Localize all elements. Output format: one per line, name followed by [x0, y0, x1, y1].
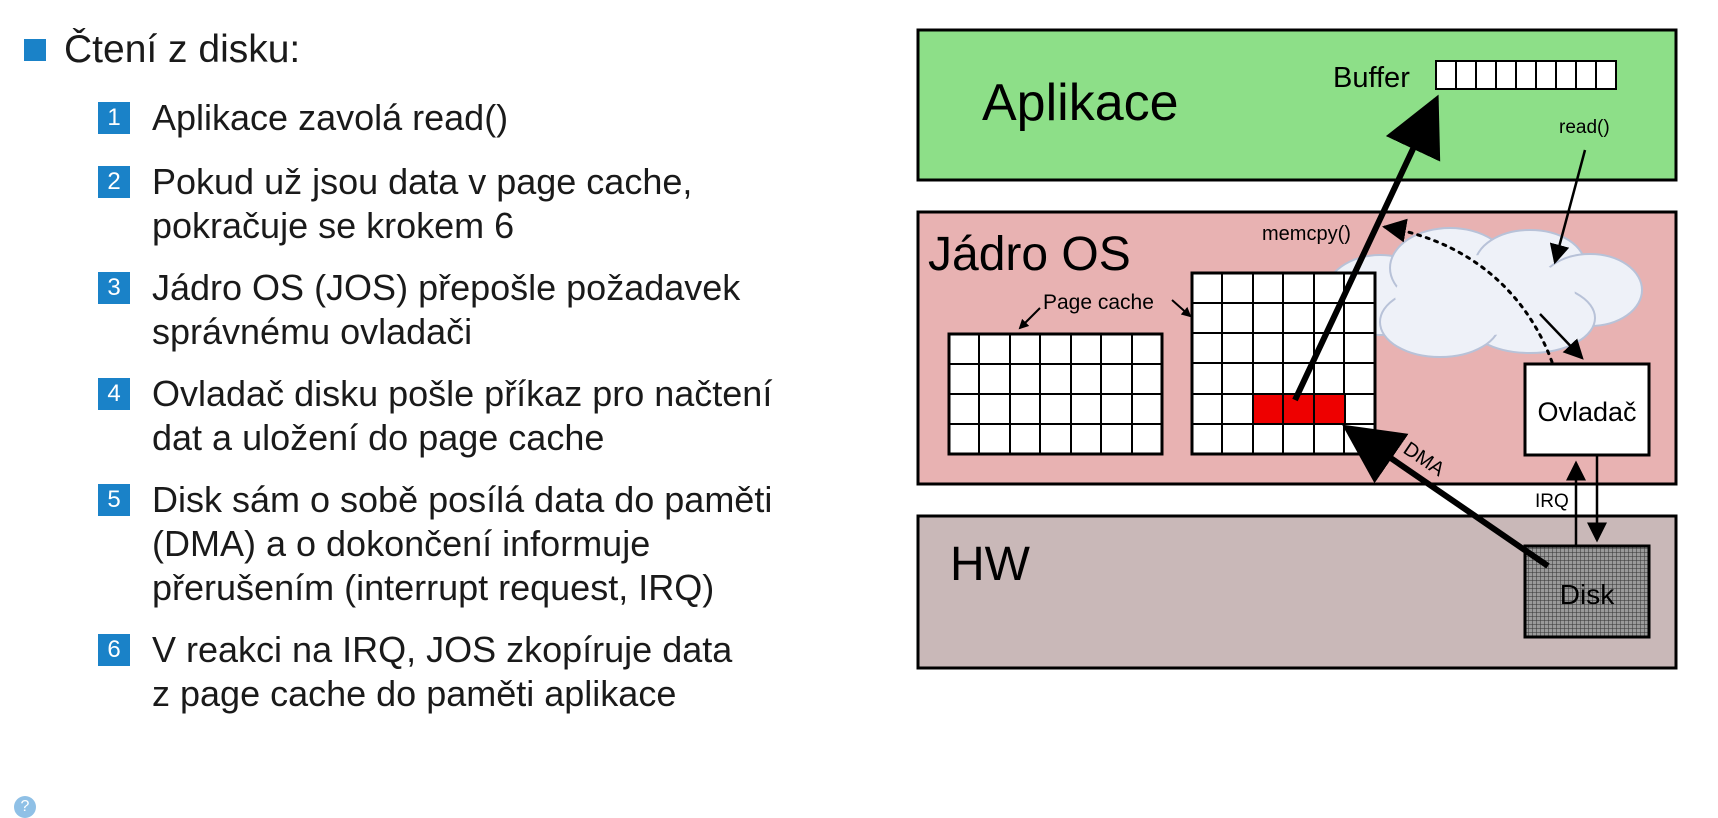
step-line: dat a uložení do page cache — [152, 417, 605, 458]
step-text: Ovladač disku pošle příkaz pro načtení d… — [152, 372, 872, 460]
dma-arrow — [1342, 424, 1550, 569]
step-line: správnému ovladači — [152, 311, 473, 352]
step-6: 6 V reakci na IRQ, JOS zkopíruje data z … — [98, 628, 872, 716]
step-line: z page cache do paměti aplikace — [152, 673, 677, 714]
step-text: V reakci na IRQ, JOS zkopíruje data z pa… — [152, 628, 872, 716]
page-cache-small — [947, 332, 1164, 456]
slide-heading: Čtení z disku: — [64, 28, 301, 71]
step-text: Pokud už jsou data v page cache, pokraču… — [152, 160, 872, 248]
step-number: 4 — [98, 378, 130, 410]
app-layer — [916, 28, 1678, 182]
buffer-cells — [1435, 60, 1617, 90]
step-line: (DMA) a o dokončení informuje — [152, 523, 651, 564]
step-4: 4 Ovladač disku pošle příkaz pro načtení… — [98, 372, 872, 460]
driver-box — [1523, 362, 1651, 457]
step-line: Disk sám o sobě posílá data do paměti — [152, 479, 773, 520]
step-1: 1 Aplikace zavolá read() — [98, 96, 872, 140]
step-5: 5 Disk sám o sobě posílá data do paměti … — [98, 478, 872, 610]
step-line: V reakci na IRQ, JOS zkopíruje data — [152, 629, 733, 670]
page-cache-arrow-left — [1018, 307, 1041, 330]
buffer-label: Buffer — [1333, 62, 1410, 94]
square-bullet-icon — [24, 39, 46, 61]
copy-to-buffer-arrow — [1292, 94, 1441, 402]
step-line: Jádro OS (JOS) přepošle požadavek — [152, 267, 741, 308]
cloud-to-driver-arrow — [1539, 313, 1584, 360]
step-line: Aplikace zavolá read() — [152, 97, 509, 138]
irq-label: IRQ — [1535, 491, 1569, 512]
step-text: Jádro OS (JOS) přepošle požadavek správn… — [152, 266, 872, 354]
kernel-label: Jádro OS — [928, 228, 1131, 281]
step-3: 3 Jádro OS (JOS) přepošle požadavek sprá… — [98, 266, 872, 354]
step-number: 2 — [98, 166, 130, 198]
page-cache-large — [1190, 271, 1377, 456]
kernel-cloud — [1324, 227, 1643, 358]
step-number: 1 — [98, 102, 130, 134]
hw-label: HW — [950, 538, 1031, 591]
read-label: read() — [1559, 117, 1610, 138]
memcpy-arrow — [1382, 218, 1554, 364]
step-number: 3 — [98, 272, 130, 304]
step-2: 2 Pokud už jsou data v page cache, pokra… — [98, 160, 872, 248]
step-number: 5 — [98, 484, 130, 516]
page-cache-label: Page cache — [1043, 291, 1154, 314]
step-line: Pokud už jsou data v page cache, — [152, 161, 693, 202]
steps-panel: Čtení z disku: 1 Aplikace zavolá read() … — [14, 28, 872, 818]
step-line: pokračuje se krokem 6 — [152, 205, 515, 246]
memcpy-label: memcpy() — [1262, 223, 1351, 245]
driver-label: Ovladač — [1537, 397, 1636, 427]
step-text: Disk sám o sobě posílá data do paměti (D… — [152, 478, 872, 610]
step-line: Ovladač disku pošle příkaz pro načtení — [152, 373, 773, 414]
page-cache-arrow-right — [1171, 299, 1192, 318]
step-text: Aplikace zavolá read() — [152, 96, 872, 140]
app-label: Aplikace — [982, 74, 1179, 132]
disk-label: Disk — [1560, 579, 1615, 610]
heading-row: Čtení z disku: — [24, 28, 300, 72]
step-line: přerušením (interrupt request, IRQ) — [152, 567, 715, 608]
step-number: 6 — [98, 634, 130, 666]
read-arrow — [1549, 149, 1587, 265]
cached-data-cells — [1252, 393, 1346, 425]
